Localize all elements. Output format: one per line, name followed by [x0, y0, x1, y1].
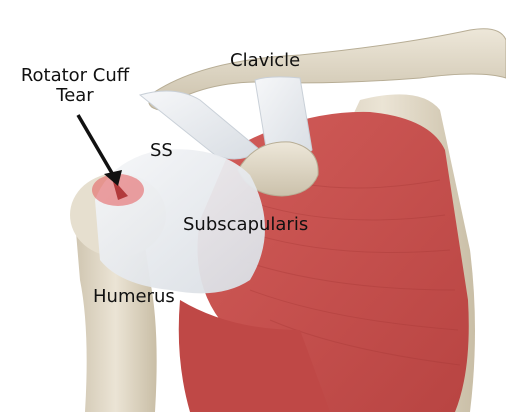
clavicle-bone — [149, 29, 506, 110]
clavicle-label: Clavicle — [230, 51, 300, 71]
subscapularis-label: Subscapularis — [183, 215, 308, 235]
tear-label-line1: Rotator Cuff — [14, 66, 136, 86]
ss-label: SS — [150, 141, 173, 161]
rotator-cuff-tear-label: Rotator Cuff Tear — [14, 66, 136, 106]
humerus-label: Humerus — [93, 287, 175, 307]
tear-label-line2: Tear — [14, 86, 136, 106]
tear-arrow-line — [78, 115, 116, 180]
